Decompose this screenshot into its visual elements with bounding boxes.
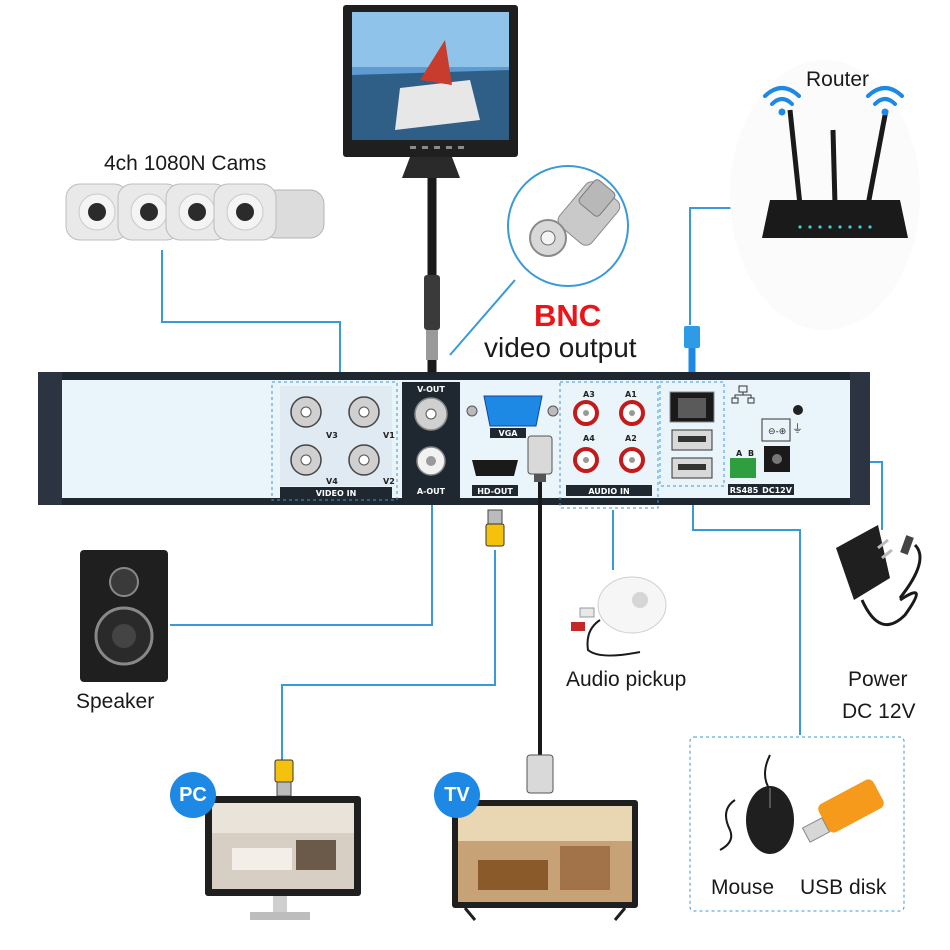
hdmi-cable — [274, 509, 505, 797]
wifi-icon-left — [763, 86, 801, 116]
speaker — [80, 550, 168, 682]
peripherals-box — [689, 736, 905, 912]
usb-line — [692, 480, 801, 735]
video-in-label: VIDEO IN — [316, 489, 357, 498]
network-icon — [731, 385, 755, 404]
port-label-a3: A3 — [583, 390, 595, 399]
tv — [452, 800, 638, 921]
hd-out-port: HD-OUT — [472, 460, 518, 496]
vga-label: VGA — [499, 429, 519, 438]
rs485-a-label: A — [736, 449, 743, 458]
usb-disk-label: USB disk — [800, 876, 887, 899]
vga-port: VGA — [466, 395, 559, 438]
bnc-connector-zoom — [507, 165, 629, 287]
hd-out-label: HD-OUT — [477, 487, 513, 496]
video-in-box — [271, 381, 398, 501]
camera-3 — [165, 183, 229, 241]
cams-to-video-in-line — [161, 250, 341, 378]
svg-text:⏚: ⏚ — [792, 422, 803, 435]
port-label-a2: A2 — [625, 434, 637, 443]
mouse-label: Mouse — [711, 876, 775, 899]
audio-pickup-label: Audio pickup — [566, 668, 687, 691]
dc12v-port: ⊖-⊕ ⏚ DC12V — [760, 405, 803, 495]
audio-pickup-mic — [571, 576, 667, 657]
vga-cable — [526, 435, 554, 794]
camera-4 — [213, 183, 277, 241]
a-out-label: A-OUT — [417, 487, 446, 496]
router-label: Router — [806, 68, 870, 91]
monitor-buttons — [410, 146, 464, 149]
port-label-v3: V3 — [326, 431, 338, 440]
wifi-icon-right — [866, 86, 904, 116]
port-label-v2: V2 — [383, 477, 395, 486]
bnc-title: BNC — [534, 298, 602, 333]
audio-in-label: AUDIO IN — [588, 487, 629, 496]
lan-port — [669, 391, 715, 423]
speaker-line — [170, 497, 433, 626]
pc-badge: PC — [170, 772, 216, 818]
port-label-v4: V4 — [326, 477, 338, 486]
monitor — [343, 5, 518, 372]
power-label-line2: DC 12V — [842, 700, 916, 723]
usb-disk — [801, 779, 884, 843]
port-label-a1: A1 — [625, 390, 637, 399]
power-label-line1: Power — [848, 668, 908, 691]
cams-label: 4ch 1080N Cams — [104, 152, 267, 175]
camera-group — [65, 183, 325, 241]
usb-ports — [671, 429, 713, 479]
router-status-leds — [798, 225, 872, 229]
tv-badge: TV — [434, 772, 480, 818]
svg-text:⊖-⊕: ⊖-⊕ — [768, 427, 786, 437]
port-label-a4: A4 — [583, 434, 595, 443]
speaker-label: Speaker — [76, 690, 155, 713]
bnc-subtitle: video output — [484, 332, 637, 363]
rs485-b-label: B — [748, 449, 754, 458]
bnc-zoom-line — [449, 279, 516, 356]
audio-in-ports: A3 A1 A4 A2 AUDIO IN — [566, 390, 652, 496]
audio-in-box — [559, 381, 659, 509]
pc-monitor — [205, 796, 361, 920]
pc-line — [281, 550, 496, 760]
port-label-v1: V1 — [383, 431, 395, 440]
power-adapter — [836, 525, 922, 626]
dc12v-label: DC12V — [762, 486, 793, 495]
v-out-a-out-ports: V-OUT A-OUT — [402, 382, 460, 498]
camera-2 — [117, 183, 181, 241]
video-in-ports: V3 V1 V4 V2 VIDEO IN — [280, 386, 395, 498]
mouse — [719, 754, 794, 854]
v-out-label: V-OUT — [417, 385, 445, 394]
dvr-recorder: V3 V1 V4 V2 VIDEO IN V-OUT A-OUT VGA HD-… — [38, 372, 870, 509]
router — [684, 60, 920, 372]
rs485-port: A B RS485 — [728, 449, 760, 495]
rs485-label: RS485 — [730, 486, 759, 495]
lan-usb-box — [659, 381, 725, 487]
camera-1 — [65, 183, 129, 241]
